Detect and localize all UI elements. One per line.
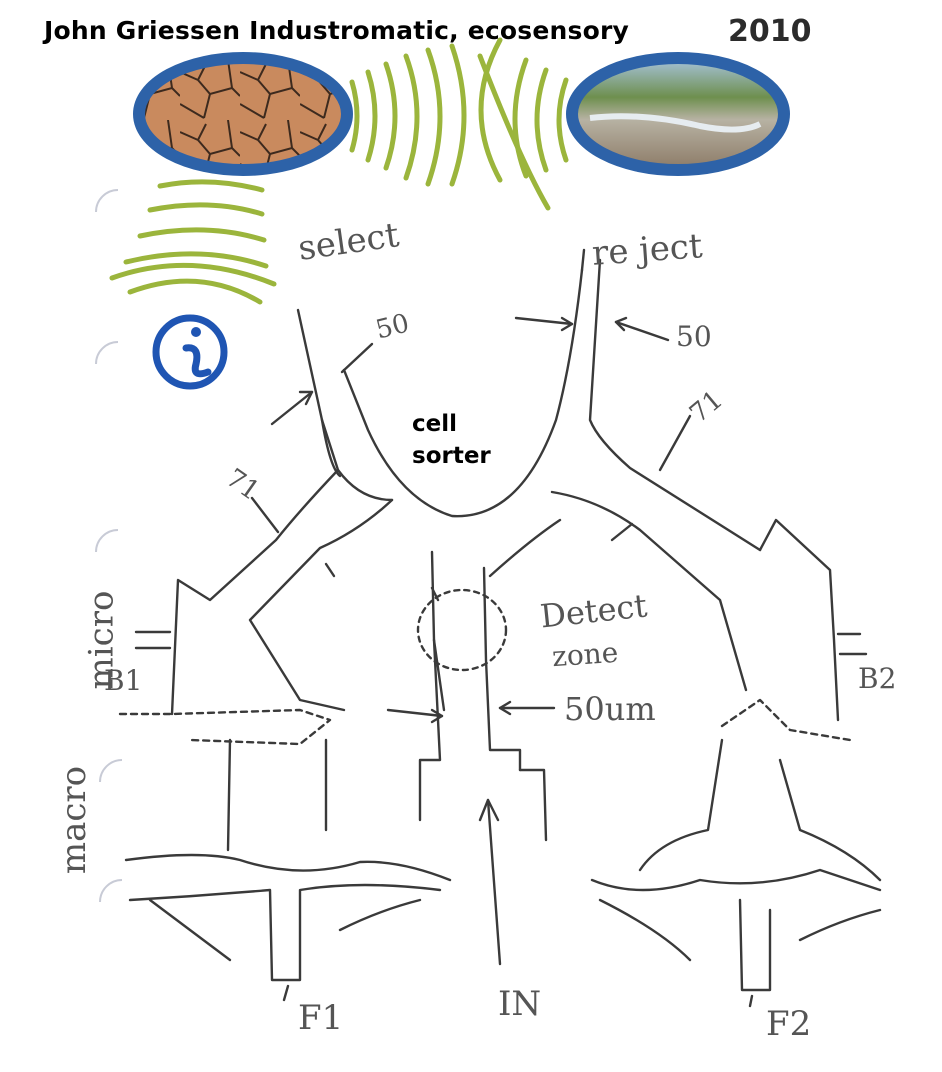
cell-label: cell — [412, 411, 458, 437]
reject-width-label: 50 — [676, 320, 712, 353]
river-photo — [566, 52, 790, 176]
reject-label: re ject — [590, 226, 704, 274]
info-icon — [152, 314, 228, 390]
bend-b1-label: B1 — [104, 664, 143, 697]
channel-sketch — [118, 248, 882, 1008]
channel-width-label: 50um — [564, 690, 656, 728]
page-title: John Griessen Industromatic, ecosensory — [44, 16, 630, 45]
sorter-label: sorter — [412, 443, 491, 469]
micro-label: micro — [81, 590, 122, 690]
filter-f2-label: F2 — [766, 1004, 812, 1044]
cracked-earth-photo — [133, 52, 353, 176]
zone-label: zone — [550, 635, 620, 674]
inlet-label: IN — [498, 984, 542, 1024]
binder-holes — [95, 189, 123, 903]
year-label: 2010 — [728, 14, 812, 49]
signal-waves-icon — [109, 37, 569, 305]
bend-b2-label: B2 — [858, 662, 897, 695]
macro-label: macro — [54, 765, 95, 875]
filter-f1-label: F1 — [298, 998, 344, 1038]
